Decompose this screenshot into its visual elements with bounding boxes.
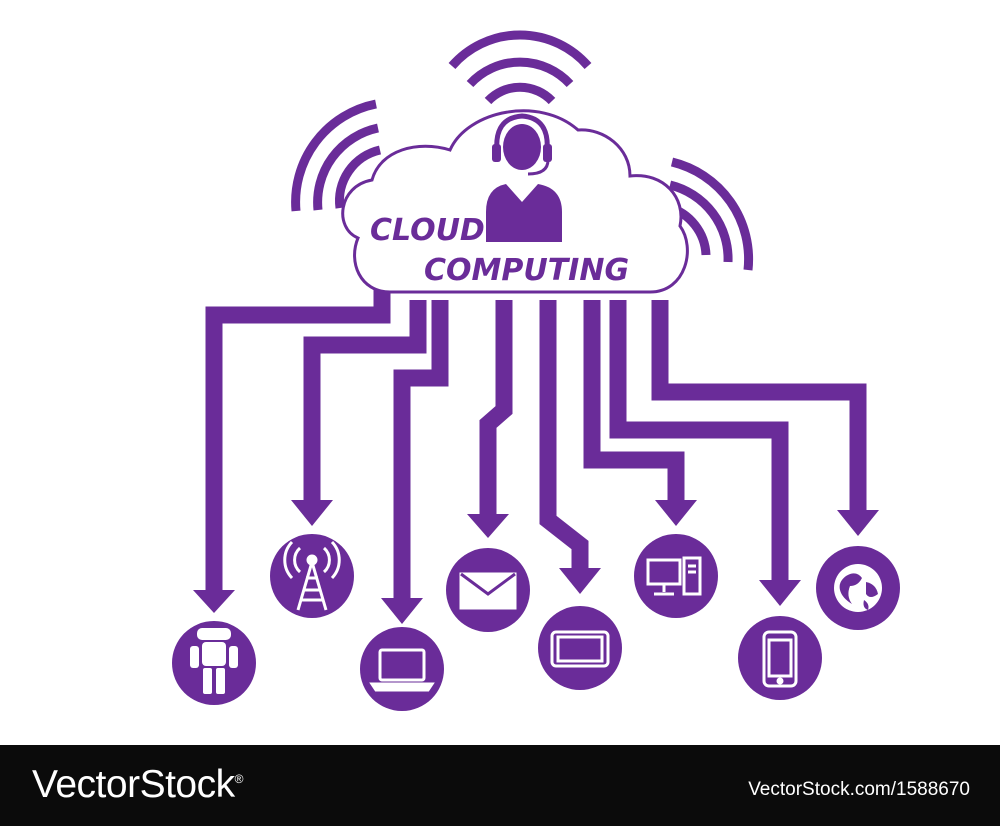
antenna-tower-icon (283, 540, 341, 611)
image-url-text: VectorStock.com/1588670 (748, 779, 970, 800)
connector-globe (651, 300, 867, 512)
arrow-globe (837, 510, 879, 536)
connector-robot (205, 290, 391, 592)
laptop-icon (369, 648, 435, 692)
device-globe (816, 546, 900, 630)
brand-text: VectorStock (32, 763, 235, 806)
arrow-antenna (291, 500, 333, 526)
arrow-robot (193, 590, 235, 613)
arrow-heads (193, 500, 879, 624)
device-tablet (538, 606, 622, 690)
vectorstock-logo: VectorStock® (32, 763, 243, 807)
device-mail (446, 548, 530, 632)
device-desktop (634, 534, 718, 618)
envelope-icon (459, 572, 517, 610)
desktop-computer-icon (646, 556, 702, 596)
connector-smartphone (609, 300, 789, 582)
cloud-computing-diagram: CLOUD COMPUTING (172, 30, 900, 711)
support-agent-headset-icon (486, 113, 562, 242)
arrow-laptop (381, 598, 423, 624)
arrow-smartphone (759, 580, 801, 606)
tablet-icon (550, 630, 610, 668)
connector-mail (479, 300, 513, 516)
robot-icon (190, 628, 238, 694)
brand-registered-mark: ® (234, 772, 244, 786)
wifi-signal-left-icon (291, 99, 382, 212)
device-antenna (270, 534, 354, 618)
footer-bar: VectorStock® VectorStock.com/1588670 (0, 745, 1000, 826)
globe-icon (834, 564, 882, 612)
device-smartphone (738, 616, 822, 700)
title-line-cloud: CLOUD (370, 213, 485, 248)
arrow-tablet (559, 568, 601, 594)
title-line-computing: COMPUTING (424, 253, 629, 288)
connector-laptop (393, 300, 449, 600)
device-laptop (360, 627, 444, 711)
connector-tablet (539, 300, 589, 570)
arrow-mail (467, 514, 509, 538)
arrow-desktop (655, 500, 697, 526)
smartphone-icon (762, 630, 798, 688)
connector-lines (205, 290, 867, 600)
device-robot (172, 621, 256, 705)
connector-desktop (583, 300, 685, 502)
wifi-signal-top-icon (448, 30, 592, 105)
connector-antenna (303, 300, 427, 502)
